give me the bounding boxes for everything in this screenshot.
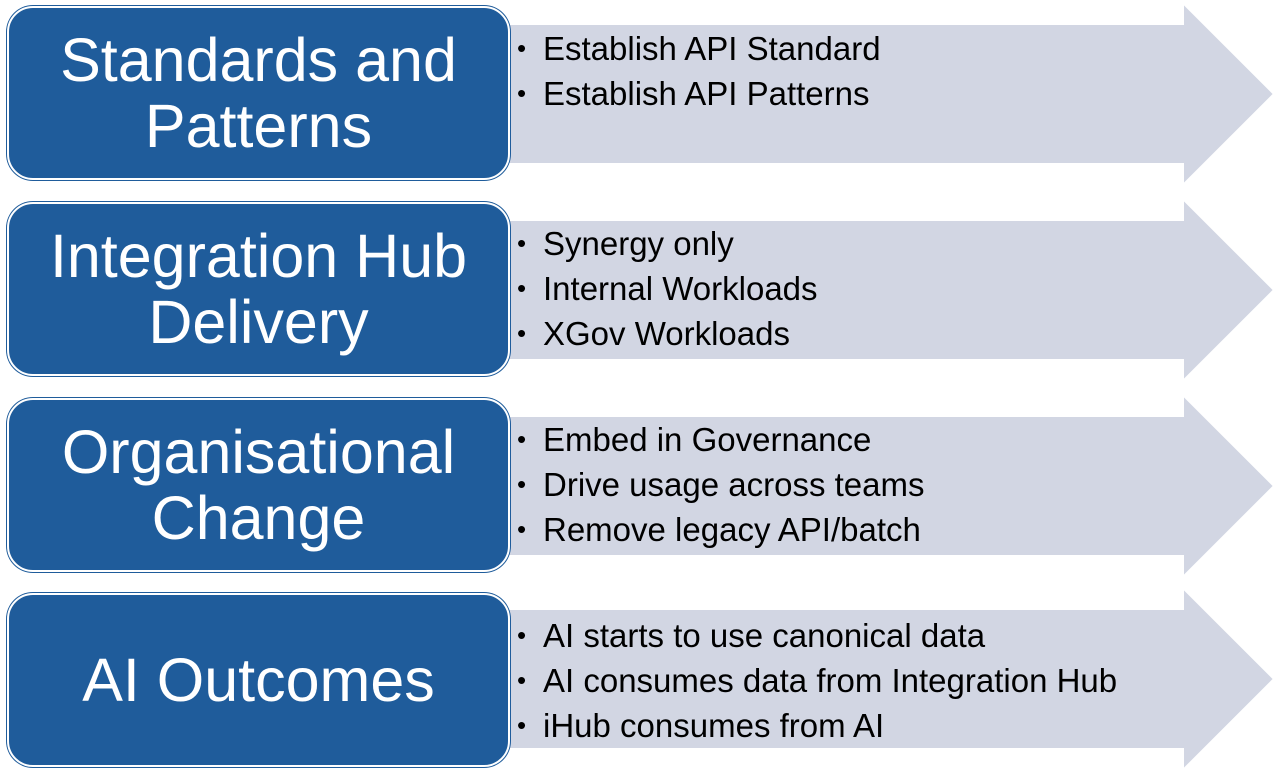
stage-title-3: Organisational Change [9,419,508,551]
row-integration-hub-delivery: Integration Hub Delivery • Synergy only •… [0,198,1274,384]
bullet-item: • Embed in Governance [515,417,924,462]
bullet-text: Drive usage across teams [543,466,925,503]
bullet-dot-icon: • [517,620,527,650]
bullet-dot-icon: • [517,469,527,499]
stage-title-3-line-1: Organisational [61,418,456,486]
bullet-item: • Remove legacy API/batch [515,507,924,552]
bullet-text: Remove legacy API/batch [543,511,921,548]
bullet-dot-icon: • [517,273,527,303]
stage-box-4: AI Outcomes [7,593,510,767]
stage-title-1-line-2: Patterns [144,92,373,160]
arrow-shape-3 [499,394,1274,580]
arrow-shape-4 [499,587,1274,773]
bullet-item: • AI consumes data from Integration Hub [515,658,1117,703]
stage-title-2-line-1: Integration Hub [49,222,468,290]
row-ai-outcomes: AI Outcomes • AI starts to use canonical … [0,587,1274,773]
stage-title-2-line-2: Delivery [148,288,369,356]
stage-box-2: Integration Hub Delivery [7,202,510,376]
bullet-text: Establish API Standard [543,30,881,67]
bullet-item: • Synergy only [515,221,818,266]
bullet-dot-icon: • [517,424,527,454]
stage-title-1-line-1: Standards and [60,26,457,94]
bullet-text: iHub consumes from AI [543,707,885,744]
bullet-item: • AI starts to use canonical data [515,613,1117,658]
stage-title-3-line-2: Change [151,484,366,552]
bullet-text: Establish API Patterns [543,75,870,112]
bullet-dot-icon: • [517,514,527,544]
bullet-dot-icon: • [517,228,527,258]
bullet-list-2: • Synergy only • Internal Workloads • XGov … [515,221,818,356]
bullet-text: AI starts to use canonical data [543,617,986,654]
bullet-dot-icon: • [517,318,527,348]
bullet-text: Embed in Governance [543,421,872,458]
arrow-shape-2 [499,198,1274,384]
stage-box-3: Organisational Change [7,398,510,572]
bullet-item: • Drive usage across teams [515,462,924,507]
row-organisational-change: Organisational Change • Embed in Governan… [0,394,1274,580]
bullet-dot-icon: • [517,78,527,108]
row-standards-and-patterns: Standards and Patterns • Establish API St… [0,2,1274,188]
stage-title-4-line-1: AI Outcomes [82,646,435,714]
bullet-item: • Establish API Standard [515,26,881,71]
bullet-item: • iHub consumes from AI [515,703,1117,748]
bullet-text: Synergy only [543,225,734,262]
arrow-shape-1 [499,2,1274,188]
stage-title-4: AI Outcomes [9,647,508,713]
stage-title-2: Integration Hub Delivery [9,223,508,355]
bullet-list-1: • Establish API Standard • Establish API P… [515,26,881,116]
stage-title-1: Standards and Patterns [9,27,508,159]
bullet-list-3: • Embed in Governance • Drive usage across… [515,417,924,552]
bullet-list-4: • AI starts to use canonical data • AI con… [515,613,1117,748]
bullet-dot-icon: • [517,33,527,63]
bullet-text: Internal Workloads [543,270,818,307]
bullet-text: AI consumes data from Integration Hub [543,662,1118,699]
bullet-item: • Establish API Patterns [515,71,881,116]
bullet-dot-icon: • [517,665,527,695]
bullet-dot-icon: • [517,710,527,740]
bullet-text: XGov Workloads [543,315,790,352]
bullet-item: • XGov Workloads [515,311,818,356]
bullet-item: • Internal Workloads [515,266,818,311]
stage-box-1: Standards and Patterns [7,6,510,180]
